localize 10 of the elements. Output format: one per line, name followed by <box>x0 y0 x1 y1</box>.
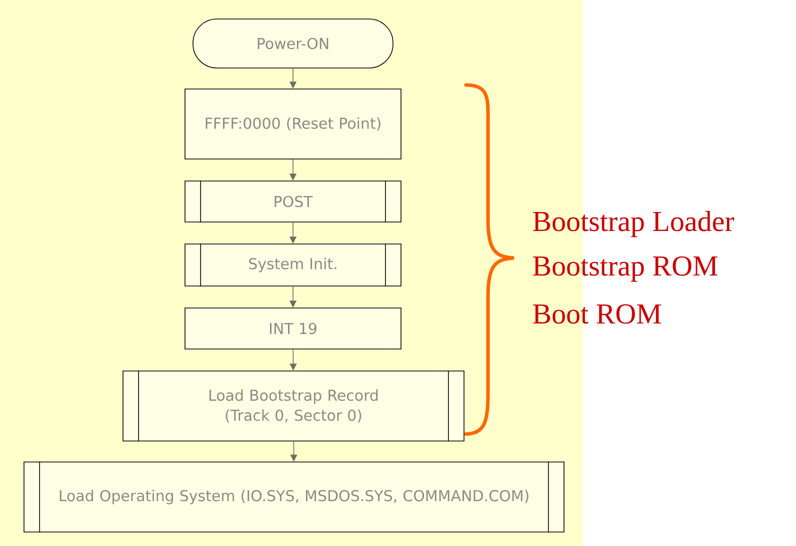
process-box: INT 19 <box>184 308 402 350</box>
predefined-process-box: POST <box>184 180 402 223</box>
predefined-process-box: System Init. <box>184 243 402 287</box>
terminal-box: Power-ON <box>192 18 394 68</box>
brace-label: Bootstrap Loader <box>533 210 734 238</box>
brace-label: Boot ROM <box>533 304 662 324</box>
process-box: FFFF:0000 (Reset Point) <box>184 88 402 160</box>
predefined-process-box: Load Bootstrap Record (Track 0, Sector 0) <box>122 370 464 442</box>
predefined-process-box: Load Operating System (IO.SYS, MSDOS.SYS, COMMAND.COM) <box>24 461 564 533</box>
brace-label: Bootstrap ROM <box>533 256 718 282</box>
